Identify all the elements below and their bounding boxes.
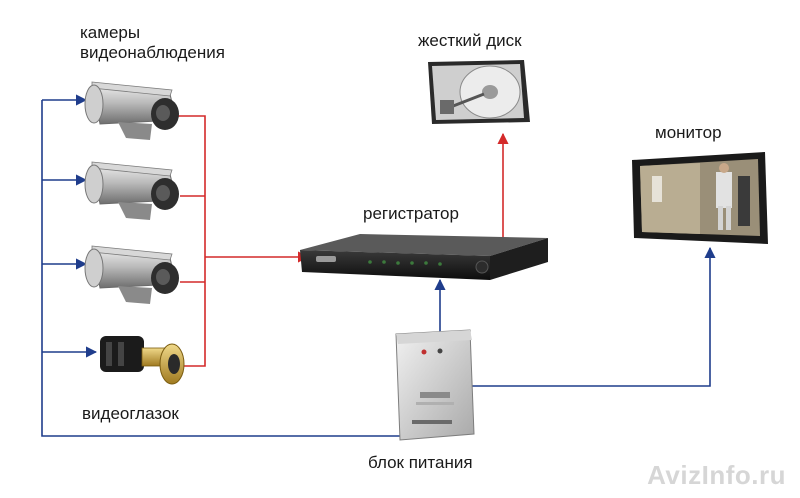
- recorder-device: [300, 234, 548, 280]
- label-monitor: монитор: [655, 124, 722, 142]
- label-power-supply: блок питания: [368, 454, 473, 472]
- watermark: AvizInfo.ru: [647, 460, 786, 491]
- label-cameras-line2: видеонаблюдения: [80, 44, 225, 62]
- label-recorder: регистратор: [363, 205, 459, 223]
- label-hard-disk: жесткий диск: [418, 32, 522, 50]
- power-supply: [396, 330, 474, 440]
- camera-3: [85, 246, 179, 304]
- label-cameras-line1: камеры: [80, 24, 140, 42]
- hard-disk: [428, 60, 530, 124]
- monitor-device: [632, 152, 768, 244]
- label-peephole: видеоглазок: [82, 405, 179, 423]
- camera-2: [85, 162, 179, 220]
- camera-1: [85, 82, 179, 140]
- peephole-camera: [100, 336, 184, 384]
